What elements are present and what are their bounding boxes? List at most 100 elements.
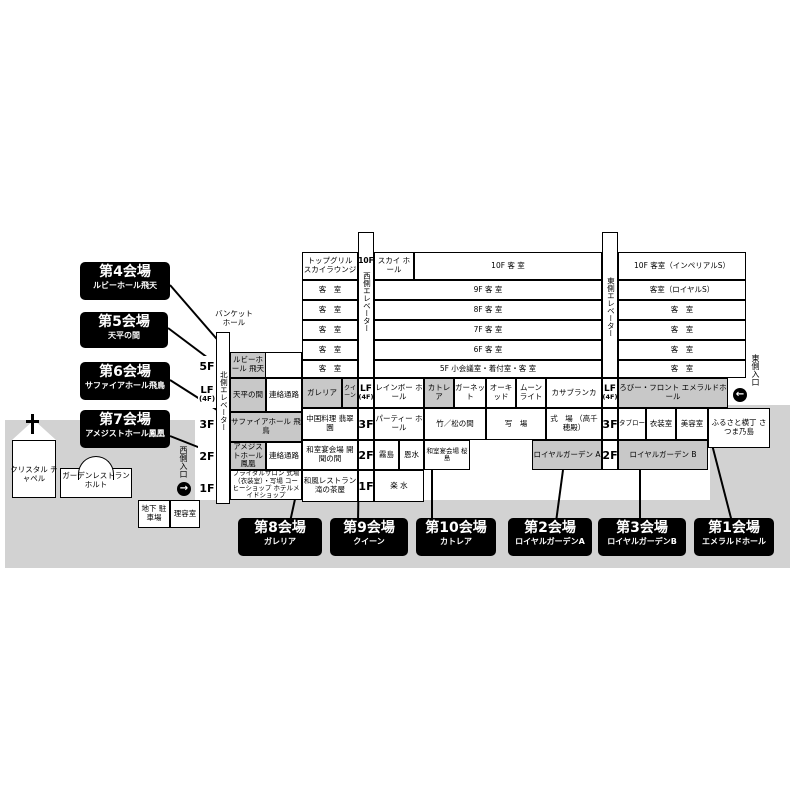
room-chinese: 中国料理 翡翠園: [302, 408, 358, 440]
cross-icon-bar: [26, 420, 39, 423]
guest-room: 客 室: [618, 300, 746, 320]
room-onsui: 恩水: [399, 440, 424, 470]
room-royal-garden-a: ロイヤルガーデン A: [532, 440, 602, 470]
room-royal-suite: 客室（ロイヤルS）: [618, 280, 746, 300]
venue-7-title: 第7会場: [99, 412, 151, 428]
floor-lf-sub-2: (4F): [358, 393, 374, 402]
venue-4-title: 第4会場: [99, 264, 151, 280]
room-sapphire: サファイアホール 飛鳥: [230, 412, 302, 442]
room-queen: クイーン: [342, 378, 358, 408]
floor-3f-label: 3F: [198, 414, 216, 434]
north-elevator-label: 北側エレベーター: [219, 371, 229, 431]
east-entrance-arrow-icon: ←: [733, 388, 747, 402]
floor-lf-text: LF: [200, 384, 214, 396]
west-elevator: 10F 西側エレベーター: [358, 232, 374, 378]
venue-3-sub: ロイヤルガーデンB: [607, 537, 677, 546]
banquet-hall-label: バンケット ホール: [215, 309, 253, 327]
room-royal-garden-b: ロイヤルガーデン B: [618, 440, 708, 470]
venue-2-sub: ロイヤルガーデンA: [515, 537, 585, 546]
east-entrance-label: 東側入口: [751, 354, 760, 386]
floor-10f-label: 10F: [358, 256, 374, 265]
floor-2f-label: 2F: [198, 446, 216, 466]
guest-room: 客 室: [302, 300, 358, 320]
venue-8-title: 第8会場: [254, 520, 306, 536]
floor-lf-label: LF (4F): [198, 380, 216, 408]
east-elevator-label: 東側エレベーター: [606, 277, 616, 337]
room-top-grill: トップグリル スカイラウンジ: [302, 252, 358, 280]
venue-5-label: 第5会場 天平の間: [80, 312, 168, 348]
room-10f-guest-west: 10F 客 室: [414, 252, 602, 280]
room-moonlight: ムーン ライト: [516, 378, 546, 408]
venue-8-label: 第8会場 ガレリア: [238, 518, 322, 556]
room-rakusui: 楽 水: [374, 470, 424, 502]
west-elevator-label: 西側エレベーター: [362, 271, 372, 332]
room-sakurajima: 和室宴会場 桜 島: [424, 440, 470, 470]
venue-6-label: 第6会場 サファイアホール飛鳥: [80, 362, 170, 400]
room-bridal-salon: ブライダルサロン 式場（衣装室）・写場 コーヒーショップ ホテルメイドショップ: [230, 470, 302, 500]
room-ruby-hall: ルビーホール 飛天: [230, 352, 266, 378]
room-costume: 衣装室: [646, 408, 676, 440]
chapel-roof: [12, 420, 56, 440]
floor-5f-label: 5F: [198, 356, 216, 376]
floor-lf-sub: (4F): [198, 394, 216, 403]
room-10f-imperial: 10F 客室（インペリアルS）: [618, 252, 746, 280]
venue-2-title: 第2会場: [524, 520, 576, 536]
room-7f-guest: 7F 客 室: [374, 320, 602, 340]
venue-9-sub: クイーン: [353, 537, 385, 546]
floor-1f-label: 1F: [198, 478, 216, 498]
west-entrance-label: 西側入口: [179, 446, 188, 478]
room-amethyst: アメジストホール 鳳凰: [230, 442, 266, 470]
garden-restaurant-label: ガーデンレストラン ホルト: [62, 471, 130, 489]
guest-room: 客 室: [302, 320, 358, 340]
room-barber: 理容室: [170, 500, 200, 528]
room-6f-guest: 6F 客 室: [374, 340, 602, 360]
underground-parking: 地下 駐車場: [138, 500, 170, 528]
venue-2-label: 第2会場 ロイヤルガーデンA: [508, 518, 592, 556]
east-elevator: 東側エレベーター: [602, 232, 618, 378]
room-photo-studio: 写 場: [486, 408, 546, 440]
room-orchid: オーキッド: [486, 378, 516, 408]
floor-3f-label-3: 3F: [602, 408, 618, 440]
room-ceremony: 式 場 （高千穂殿）: [546, 408, 602, 440]
guest-room: 客 室: [302, 360, 358, 378]
room-garnet: ガーネット: [454, 378, 486, 408]
floor-lf-text-3: LF: [604, 384, 616, 395]
venue-9-label: 第9会場 クイーン: [330, 518, 408, 556]
north-elevator: 北側エレベーター: [216, 332, 230, 504]
room-casablanca: カサブランカ: [546, 378, 602, 408]
venue-6-sub: サファイアホール飛鳥: [85, 381, 165, 390]
room-9f-guest: 9F 客 室: [374, 280, 602, 300]
room-kaikyo: 和室宴会場 開聞の間: [302, 440, 358, 470]
room-beauty: 美容室: [676, 408, 708, 440]
room-5f-meeting: 5F 小会議室・着付室・客 室: [374, 360, 602, 378]
venue-8-sub: ガレリア: [264, 537, 296, 546]
venue-1-title: 第1会場: [708, 520, 760, 536]
venue-7-label: 第7会場 アメジストホール鳳凰: [80, 410, 170, 448]
floor-2f-label-3: 2F: [602, 440, 618, 470]
guest-room: 客 室: [302, 280, 358, 300]
venue-4-sub: ルビーホール飛天: [93, 281, 157, 290]
floor-1f-label-2: 1F: [358, 470, 374, 502]
venue-7-sub: アメジストホール鳳凰: [85, 429, 165, 438]
room-lobby-emerald: ろびー・フロント エメラルドホール: [618, 378, 728, 408]
room-tenpyo: 天平の間: [230, 378, 266, 412]
room-furusato: ふるさと横丁 さつま乃島: [708, 408, 770, 448]
floor-3f-label-2: 3F: [358, 408, 374, 440]
venue-5-title: 第5会場: [98, 314, 150, 330]
floor-lf-label-3: LF (4F): [602, 378, 618, 408]
venue-1-label: 第1会場 エメラルドホール: [694, 518, 774, 556]
room-taki-chaya: 和風レストラン 滝の茶屋: [302, 470, 358, 502]
room-party-hall: パーティー ホール: [374, 408, 424, 440]
connect-passage-2: 連絡通路: [266, 442, 302, 470]
venue-3-title: 第3会場: [616, 520, 668, 536]
venue-10-label: 第10会場 カトレア: [416, 518, 496, 556]
guest-room: 客 室: [618, 360, 746, 378]
venue-5-sub: 天平の間: [108, 331, 140, 340]
room-ruby-rest: [266, 352, 302, 378]
room-cattleya: カトレア: [424, 378, 454, 408]
west-entrance-arrow-icon: →: [177, 482, 191, 496]
room-kirishima: 霧島: [374, 440, 399, 470]
room-take-matsu: 竹／松の間: [424, 408, 486, 440]
floor-lf-text-2: LF: [360, 384, 372, 395]
